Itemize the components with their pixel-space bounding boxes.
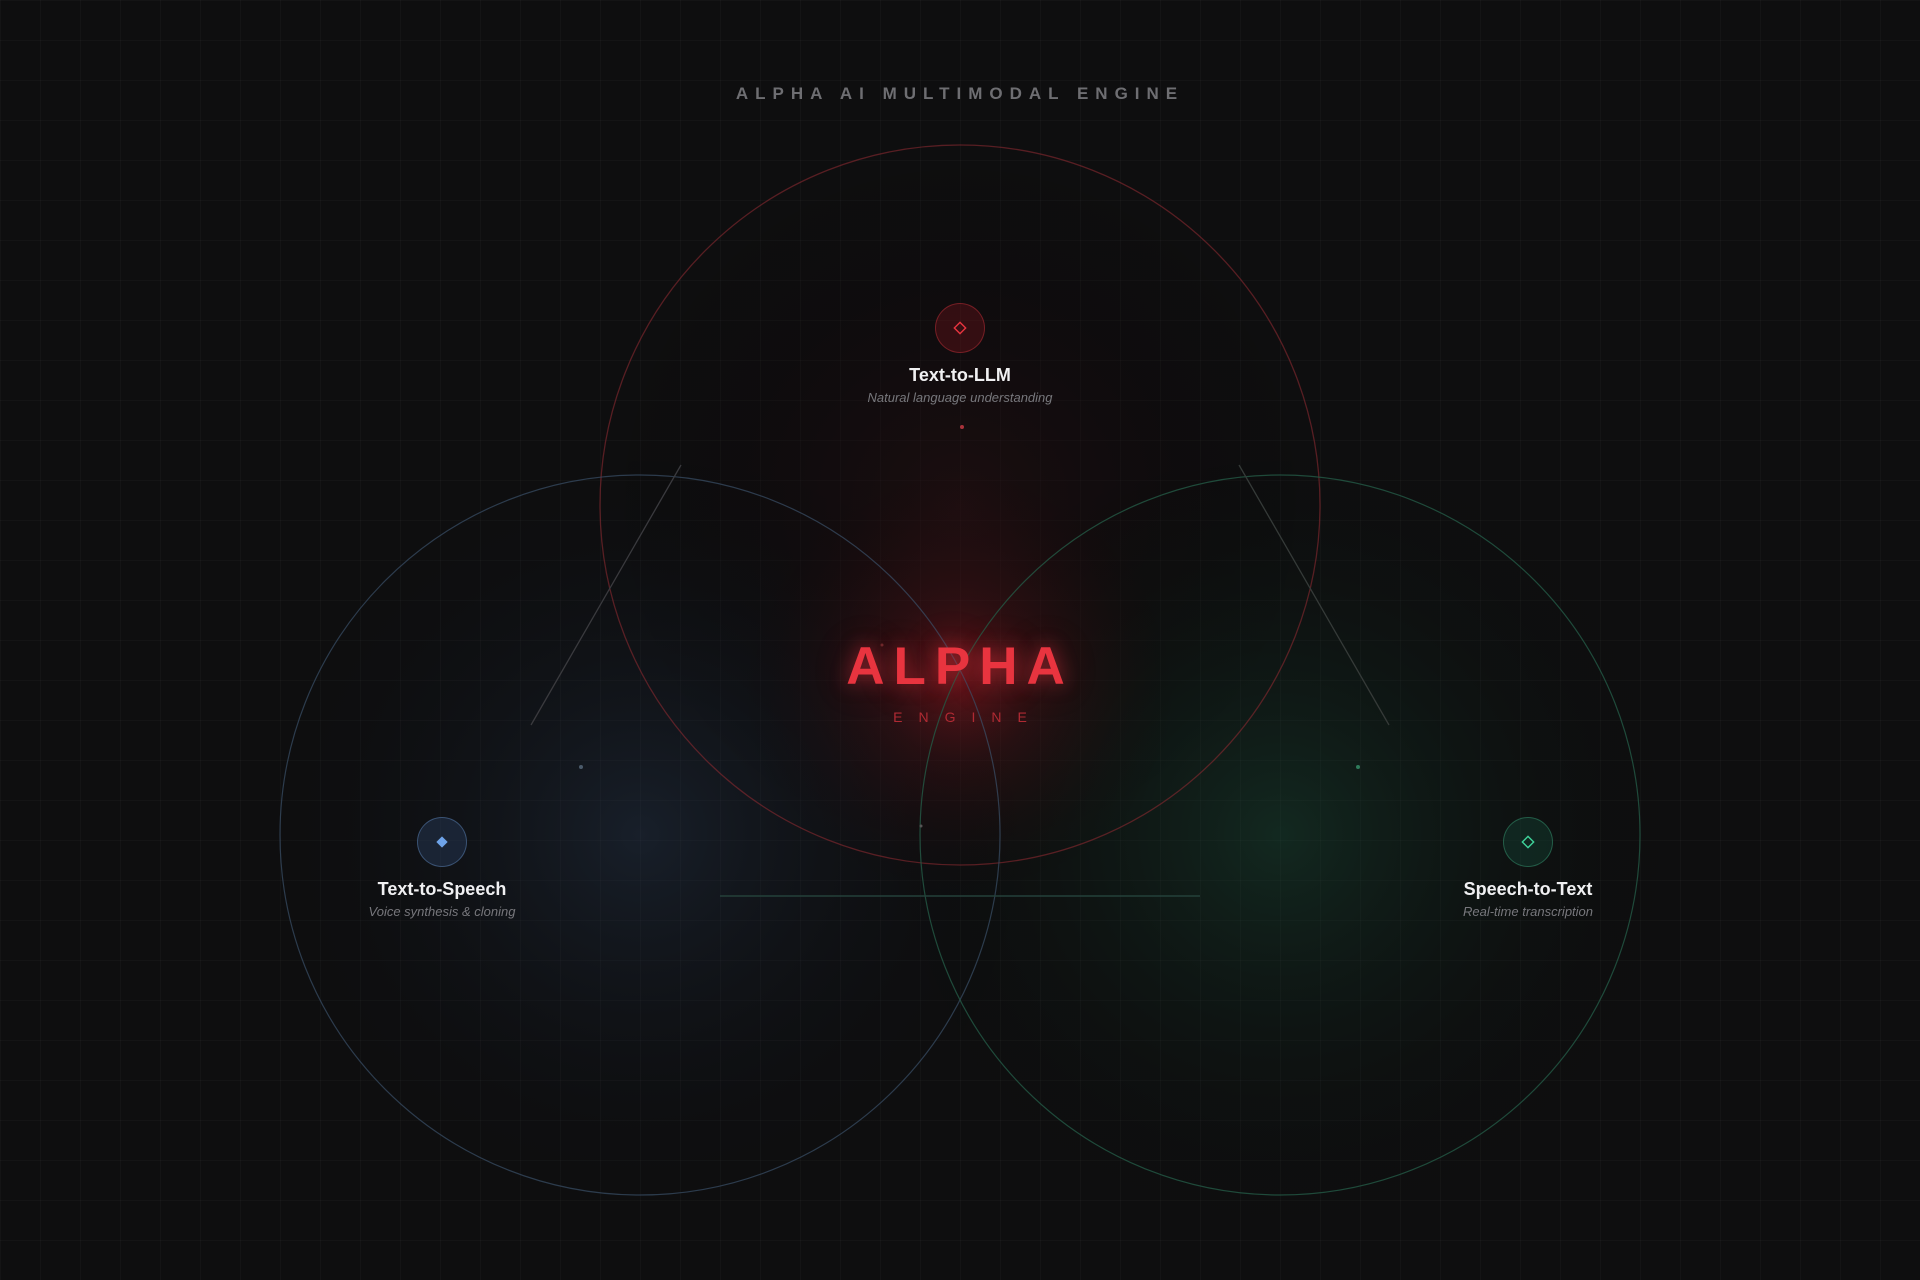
node-subtitle: Real-time transcription bbox=[1462, 904, 1594, 919]
node-subtitle: Natural language understanding bbox=[867, 390, 1053, 405]
node-text-to-llm[interactable]: Text-to-LLM Natural language understandi… bbox=[810, 303, 1110, 405]
core-subtitle: ENGINE bbox=[893, 709, 1043, 725]
node-speech-to-text[interactable]: Speech-to-Text Real-time transcription bbox=[1378, 817, 1678, 919]
core-glow bbox=[730, 450, 1190, 910]
llm-circle bbox=[599, 144, 1321, 866]
core-title: ALPHA bbox=[846, 637, 1074, 696]
stt-circle bbox=[919, 474, 1641, 1196]
node-title: Text-to-Speech bbox=[377, 879, 507, 899]
node-title: Text-to-LLM bbox=[909, 365, 1011, 385]
node-title: Speech-to-Text bbox=[1463, 879, 1593, 899]
diamond-filled-icon bbox=[436, 836, 448, 848]
dot-center bbox=[919, 824, 923, 828]
dot-right bbox=[1356, 765, 1360, 769]
node-text-to-speech[interactable]: Text-to-Speech Voice synthesis & cloning bbox=[292, 817, 592, 919]
dot-top bbox=[960, 425, 964, 429]
node-icon-badge bbox=[417, 817, 467, 867]
core-engine[interactable]: ALPHA ENGINE bbox=[760, 640, 1160, 725]
node-subtitle: Voice synthesis & cloning bbox=[368, 904, 516, 919]
tts-circle bbox=[279, 474, 1001, 1196]
dot-center-2 bbox=[880, 643, 884, 647]
node-icon-badge bbox=[935, 303, 985, 353]
page-title: ALPHA AI MULTIMODAL ENGINE bbox=[735, 84, 1185, 103]
connector-right bbox=[1238, 464, 1390, 726]
node-icon-badge bbox=[1503, 817, 1553, 867]
diamond-outline-icon bbox=[953, 321, 967, 335]
connector-left bbox=[530, 464, 682, 726]
diamond-outline-icon bbox=[1521, 835, 1535, 849]
dot-left bbox=[579, 765, 583, 769]
